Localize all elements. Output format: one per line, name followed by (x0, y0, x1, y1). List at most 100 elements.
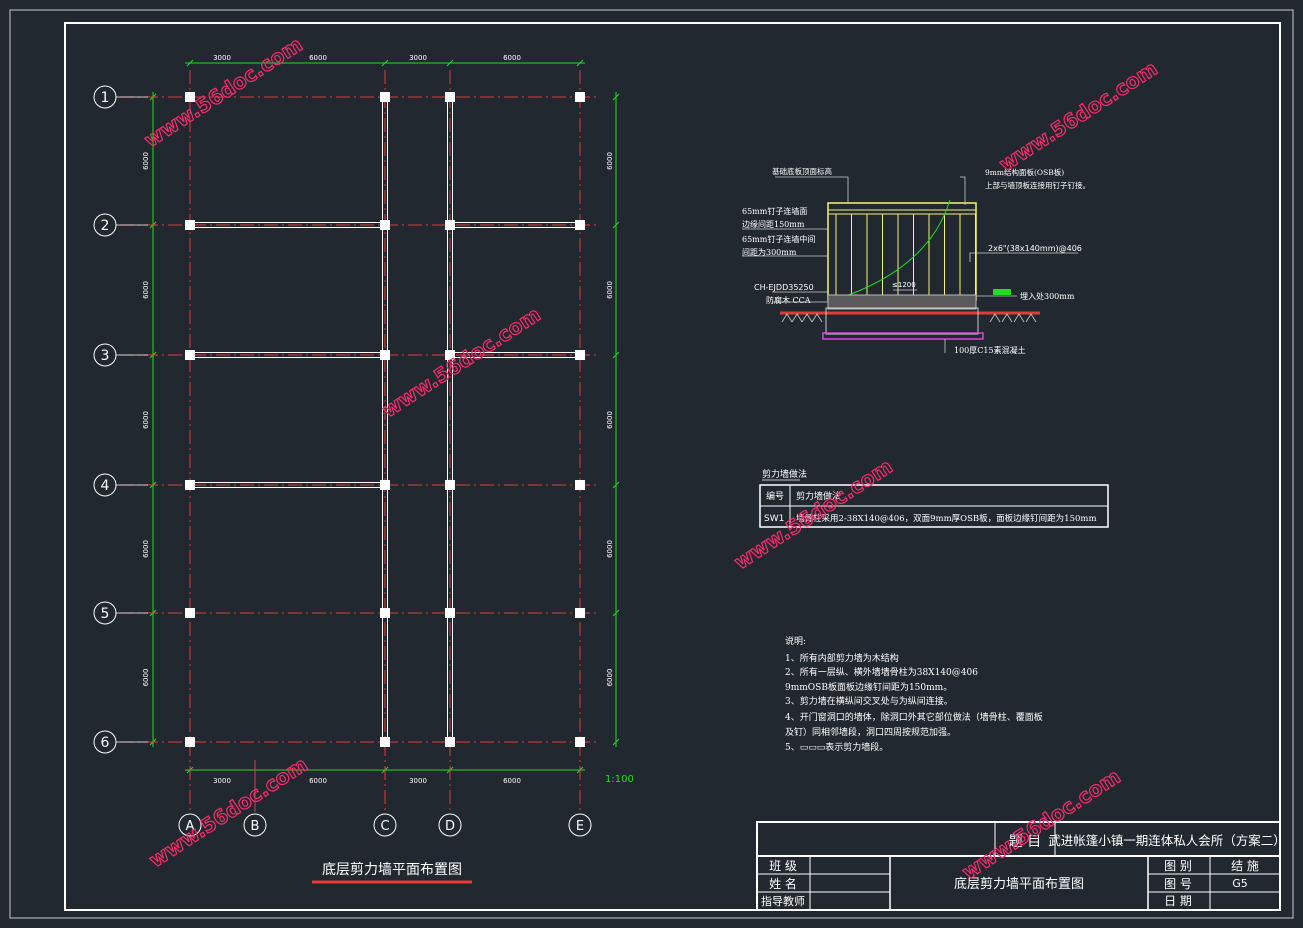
column (380, 608, 390, 618)
axis-label-row: 1 (101, 90, 110, 106)
wall-table-cell-id: SW1 (764, 514, 784, 524)
dim-text-right: 6000 (606, 411, 614, 429)
notes-block: 说明: 1、所有内部剪力墙为木结构 2、所有一层纵、横外墙墙骨柱为38X140@… (785, 635, 1043, 753)
plan-axis-lines (120, 70, 598, 812)
axis-label-row: 5 (101, 606, 110, 622)
earth-hatch (1001, 313, 1013, 323)
axis-bubble-col (178, 813, 202, 837)
detail-level-marker (993, 289, 1011, 295)
tb-label-advisor: 指导教师 (761, 894, 805, 908)
plan-dimension-lines (149, 59, 620, 774)
dim-text-top: 3000 (213, 54, 231, 62)
axis-bubble-col (373, 813, 397, 837)
tb-number: G5 (1232, 877, 1248, 890)
note-line: 5、▭▭▭表示剪力墙段。 (785, 741, 888, 753)
dim-text-left: 6000 (142, 540, 150, 558)
axis-label-col: C (380, 819, 389, 834)
column (185, 737, 195, 747)
axis-bubble-col (243, 813, 267, 837)
plan-scale: 1:100 (605, 774, 634, 785)
dim-text-left: 6000 (142, 411, 150, 429)
plan-dimension-texts: 3000 6000 3000 6000 3000 6000 3000 6000 6000 6000… (142, 54, 614, 785)
note-line: 2、所有一层纵、横外墙墙骨柱为38X140@406 (785, 666, 978, 678)
dim-tick (576, 59, 584, 67)
column (185, 350, 195, 360)
detail-label-anchor: CH-EJDD35250 (754, 283, 814, 292)
detail-label-spacing: ≤1200 (892, 281, 916, 289)
note-line: 1、所有内部剪力墙为木结构 (785, 652, 899, 664)
wall-table-title: 剪力墙做法 (762, 468, 807, 480)
detail-label-stud: 2x6"(38x140mm)@406 (988, 244, 1082, 253)
wall-table-header-id: 编号 (766, 490, 784, 502)
column (575, 220, 585, 230)
axis-bubble-col (438, 813, 462, 837)
dim-tick (612, 609, 620, 617)
detail-label-sill: 防腐木 CCA (766, 295, 811, 305)
earth-hatch (1013, 313, 1025, 323)
column (575, 608, 585, 618)
column (185, 480, 195, 490)
axis-label-col: A (186, 819, 195, 834)
column (445, 608, 455, 618)
tb-label-project: 题 目 (1009, 834, 1041, 850)
tb-project: 武进帐篷小镇一期连体私人会所（方案二） (1048, 833, 1286, 848)
column (575, 480, 585, 490)
dim-tick (612, 93, 620, 101)
earth-hatch (791, 313, 803, 323)
watermark: www.56doc.com (378, 302, 545, 422)
dim-tick (381, 59, 389, 67)
column (185, 608, 195, 618)
notes-title: 说明: (785, 635, 806, 647)
column (380, 350, 390, 360)
column (380, 220, 390, 230)
detail-leaders (742, 176, 1078, 353)
dim-tick (446, 59, 454, 67)
axis-label-row: 4 (101, 478, 110, 494)
column (185, 220, 195, 230)
dim-text-left: 6000 (142, 281, 150, 299)
dim-text-top: 6000 (309, 54, 327, 62)
detail-label-embed: 埋入处300mm (1020, 291, 1075, 301)
dim-tick (612, 221, 620, 229)
detail-earth-hatch (781, 313, 1037, 323)
tb-label-number: 图 号 (1164, 877, 1192, 891)
column (380, 737, 390, 747)
column (445, 737, 455, 747)
detail-label-left-2: 边缘间距150mm (742, 219, 805, 229)
dim-text-left: 6000 (142, 152, 150, 170)
dim-tick (186, 59, 194, 67)
axis-label-row: 2 (101, 218, 110, 234)
tb-label-date: 日 期 (1164, 894, 1192, 908)
dim-text-right: 6000 (606, 540, 614, 558)
dim-text-bottom: 3000 (213, 777, 231, 785)
column (185, 92, 195, 102)
detail-label-concrete: 100厚C15素混凝土 (954, 345, 1026, 355)
dim-text-bottom: 3000 (409, 777, 427, 785)
dim-text-bottom: 6000 (503, 777, 521, 785)
wall-table-cell-method: 墙骨柱采用2-38X140@406，双面9mm厚OSB板，面板边缘钉间距为150… (796, 513, 1097, 524)
tb-label-name: 姓 名 (769, 876, 797, 891)
column (445, 350, 455, 360)
detail-sheathing-curve (845, 199, 951, 297)
note-line: 及钉）同相邻墙段，洞口四周按规范加强。 (785, 726, 956, 738)
detail-label-left-1: 65mm钉子连墙面 (742, 206, 807, 216)
detail-label-top-left: 基础底板顶面标高 (772, 166, 832, 176)
column (575, 350, 585, 360)
watermark: www.56doc.com (140, 32, 307, 152)
watermark: www.56doc.com (995, 56, 1162, 176)
detail-sill-plate (827, 294, 977, 310)
column (445, 220, 455, 230)
plan-columns (185, 92, 585, 747)
axis-label-col: E (576, 819, 584, 834)
tb-category: 结 施 (1231, 859, 1259, 873)
dim-text-right: 6000 (606, 152, 614, 170)
earth-hatch (1025, 313, 1037, 323)
dim-text-top: 3000 (409, 54, 427, 62)
title-block (756, 821, 1281, 911)
column (575, 737, 585, 747)
drawing-frame (64, 22, 1281, 911)
note-line: 4、开门窗洞口的墙体，除洞口外其它部位做法（墙骨柱、覆面板 (785, 711, 1043, 723)
